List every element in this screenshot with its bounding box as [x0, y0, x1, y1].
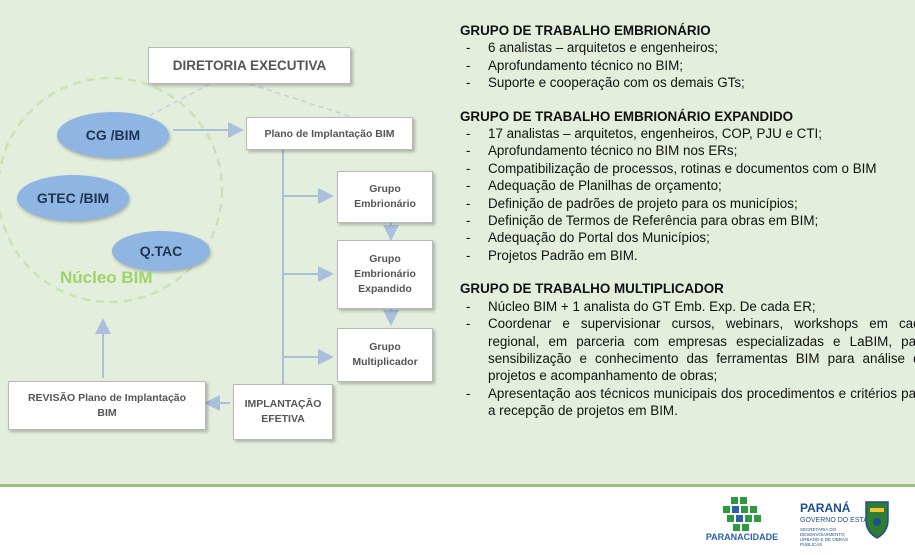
list-item: 6 analistas – arquitetos e engenheiros;	[460, 39, 915, 57]
cg-bim-ellipse: CG /BIM	[57, 112, 169, 158]
revisao-label: REVISÃO Plano de Implantação BIM	[27, 391, 187, 419]
group-list-expandido: 17 analistas – arquitetos, engenheiros, …	[460, 125, 915, 265]
grupo-expandido-box: Grupo Embrionário Expandido	[337, 240, 433, 309]
parana-coat-of-arms-icon	[865, 501, 889, 539]
parana-governo-logo: PARANÁ GOVERNO DO ESTADO SECRETARIA DO D…	[800, 494, 895, 547]
diretoria-to-plano-dash	[249, 83, 356, 119]
list-item: Definição de padrões de projeto para os …	[460, 195, 915, 213]
nucleo-circle	[0, 76, 224, 304]
gtec-bim-label: GTEC /BIM	[36, 190, 110, 206]
group-list-multiplicador: Núcleo BIM + 1 analista do GT Emb. Exp. …	[460, 298, 915, 420]
qtac-ellipse: Q.TAC	[112, 231, 210, 271]
diretoria-label: DIRETORIA EXECUTIVA	[172, 58, 327, 73]
diretoria-executiva-box: DIRETORIA EXECUTIVA	[148, 47, 351, 84]
paranacidade-mark-icon	[723, 497, 761, 531]
paranacidade-wordmark: PARANACIDADE	[705, 532, 779, 542]
plano-implantacao-box: Plano de Implantação BIM	[246, 117, 413, 150]
implantacao-efetiva-box: IMPLANTAÇÃO EFETIVA	[233, 384, 333, 440]
list-item: Adequação do Portal dos Municípios;	[460, 229, 915, 247]
nucleo-bim-label: Núcleo BIM	[60, 268, 153, 287]
grupo-multiplicador-label: Grupo Multiplicador	[352, 341, 418, 368]
cg-bim-label: CG /BIM	[85, 127, 141, 143]
paranacidade-logo: PARANACIDADE	[705, 495, 778, 545]
grupo-embrionario-box: Grupo Embrionário	[337, 171, 433, 223]
diagram-connectors	[0, 76, 399, 411]
groups-description: GRUPO DE TRABALHO EMBRIONÁRIO 6 analista…	[460, 22, 915, 420]
grupo-expandido-label: Grupo Embrionário Expandido	[354, 253, 416, 295]
group-title-embrionario: GRUPO DE TRABALHO EMBRIONÁRIO	[460, 23, 711, 38]
group-title-expandido: GRUPO DE TRABALHO EMBRIONÁRIO EXPANDIDO	[460, 108, 794, 124]
plano-label: Plano de Implantação BIM	[264, 127, 395, 140]
revisao-plano-box: REVISÃO Plano de Implantação BIM	[8, 381, 206, 430]
list-item: Aprofundamento técnico no BIM;	[460, 57, 915, 75]
footer-divider	[0, 484, 915, 487]
list-item: Adequação de Planilhas de orçamento;	[460, 177, 915, 195]
list-item: Suporte e cooperação com os demais GTs;	[460, 74, 915, 92]
parana-title: PARANÁ	[800, 501, 851, 515]
gtec-bim-ellipse: GTEC /BIM	[17, 175, 129, 221]
list-item: Coordenar e supervisionar cursos, webina…	[460, 315, 915, 385]
list-item: Compatibilização de processos, rotinas e…	[460, 160, 915, 178]
list-item: Apresentação aos técnicos municipais dos…	[460, 385, 915, 420]
list-item: Projetos Padrão em BIM.	[460, 247, 915, 265]
list-item: Aprofundamento técnico no BIM nos ERs;	[460, 142, 915, 160]
list-item: Núcleo BIM + 1 analista do GT Emb. Exp. …	[460, 298, 915, 316]
list-item: 17 analistas – arquitetos, engenheiros, …	[460, 125, 915, 143]
parana-subtitle: GOVERNO DO ESTADO	[800, 517, 879, 524]
diretoria-to-nucleo-dash	[144, 83, 211, 119]
implantacao-label: IMPLANTAÇÃO EFETIVA	[244, 398, 322, 425]
parana-secretaria: SECRETARIA DO DESENVOLVIMENTO URBANO E D…	[800, 527, 849, 547]
list-item: Definição de Termos de Referência para o…	[460, 212, 915, 230]
grupo-embrionario-label: Grupo Embrionário	[354, 183, 416, 210]
group-title-multiplicador: GRUPO DE TRABALHO MULTIPLICADOR	[460, 281, 724, 297]
group-list-embrionario: 6 analistas – arquitetos e engenheiros; …	[460, 39, 915, 92]
qtac-label: Q.TAC	[139, 243, 183, 259]
grupo-multiplicador-box: Grupo Multiplicador	[337, 328, 433, 382]
